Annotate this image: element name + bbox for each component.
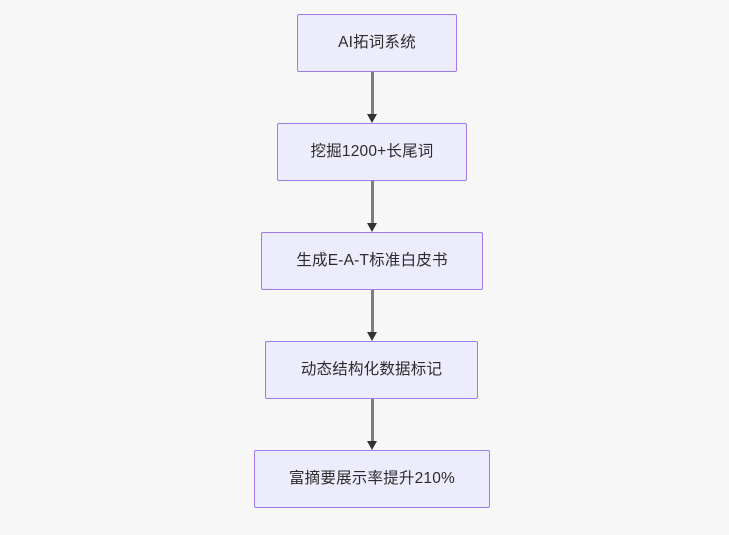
arrow-down-icon: [366, 223, 377, 232]
flow-edge-n3-n4: [370, 290, 374, 332]
flow-node-label: AI拓词系统: [338, 33, 416, 51]
arrow-down-icon: [366, 441, 377, 450]
flow-node-label: 富摘要展示率提升210%: [288, 469, 456, 487]
flow-node-label: 生成E-A-T标准白皮书: [296, 251, 448, 269]
flow-edge-n4-n5: [370, 399, 374, 441]
flow-node-rich-snippet-uplift[interactable]: 富摘要展示率提升210%: [254, 450, 490, 508]
flow-node-mine-longtail-keywords[interactable]: 挖掘1200+长尾词: [277, 123, 467, 181]
flow-node-generate-eat-whitepaper[interactable]: 生成E-A-T标准白皮书: [261, 232, 483, 290]
flow-node-label: 动态结构化数据标记: [300, 360, 443, 378]
flow-node-dynamic-structured-data[interactable]: 动态结构化数据标记: [265, 341, 478, 399]
flow-node-ai-keyword-system[interactable]: AI拓词系统: [297, 14, 457, 72]
arrow-down-icon: [366, 332, 377, 341]
arrow-down-icon: [366, 114, 377, 123]
flow-edge-n1-n2: [370, 72, 374, 114]
flow-node-label: 挖掘1200+长尾词: [310, 142, 434, 160]
flow-edge-n2-n3: [370, 181, 374, 223]
